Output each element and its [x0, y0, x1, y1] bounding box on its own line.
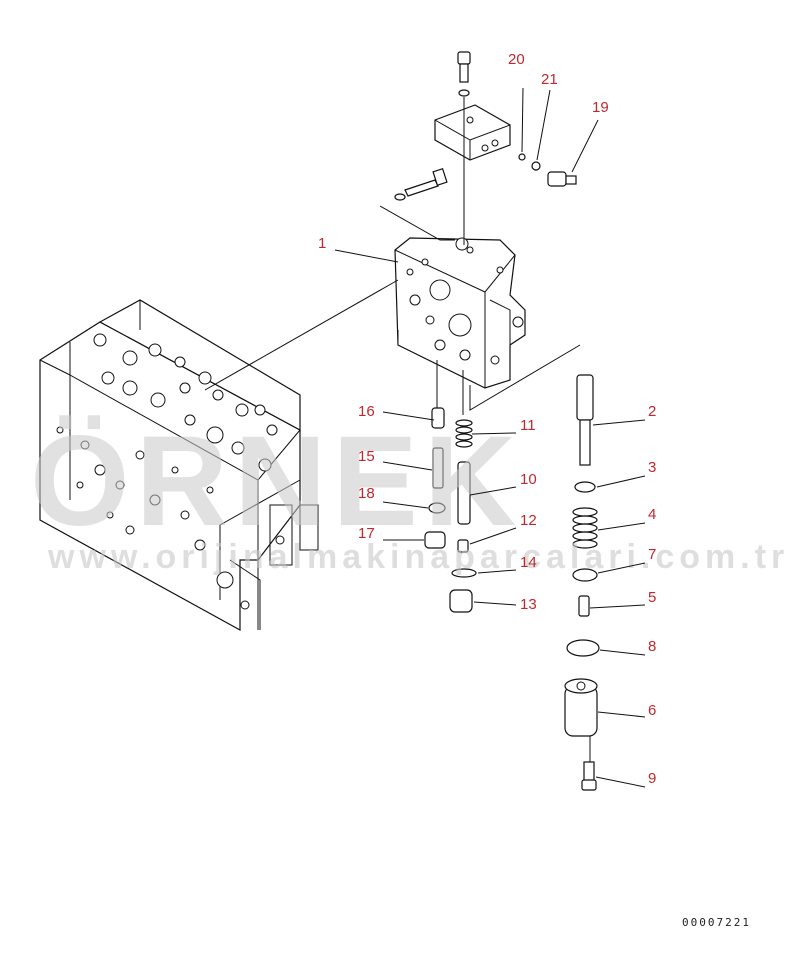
callout-6: 6	[648, 702, 656, 719]
spool-column	[469, 344, 600, 791]
callout-15: 15	[358, 448, 375, 465]
callout-4: 4	[648, 506, 656, 523]
callout-1: 1	[318, 235, 326, 252]
cap-6	[564, 678, 598, 737]
side-bolt	[379, 168, 455, 241]
callout-14: 14	[520, 554, 537, 571]
watermark-word: ÖRNEK	[30, 410, 522, 553]
callout-2: 2	[648, 403, 656, 420]
callout-3: 3	[648, 459, 656, 476]
callout-17: 17	[358, 525, 375, 542]
section-valve-body	[394, 237, 526, 389]
leader-lines	[204, 87, 646, 788]
callout-21: 21	[541, 71, 558, 88]
callout-13: 13	[520, 596, 537, 613]
watermark: ÖRNEK www.orijinalmakinaparcalari.com.tr	[30, 410, 789, 576]
relief-column	[424, 360, 477, 613]
callout-9: 9	[648, 770, 656, 787]
callout-19: 19	[592, 99, 609, 116]
top-bolt	[457, 51, 471, 245]
watermark-site: www.orijinalmakinaparcalari.com.tr	[47, 538, 789, 576]
callout-18: 18	[358, 485, 375, 502]
main-valve-block	[39, 299, 319, 632]
block-ports	[56, 333, 285, 610]
cap-block	[434, 104, 511, 161]
small-parts-19-21	[518, 153, 577, 187]
callout-16: 16	[358, 403, 375, 420]
spring-4	[572, 507, 598, 549]
callout-8: 8	[648, 638, 656, 655]
callout-20: 20	[508, 51, 525, 68]
callout-10: 10	[520, 471, 537, 488]
spring-11	[455, 419, 473, 448]
callouts: 20 21 19 1 16 11 2 15 10 3 18 12 4 17 14…	[318, 51, 656, 787]
callout-11: 11	[520, 417, 536, 434]
callout-7: 7	[648, 546, 656, 563]
callout-12: 12	[520, 512, 537, 529]
callout-5: 5	[648, 589, 656, 606]
document-number: 00007221	[682, 916, 751, 929]
